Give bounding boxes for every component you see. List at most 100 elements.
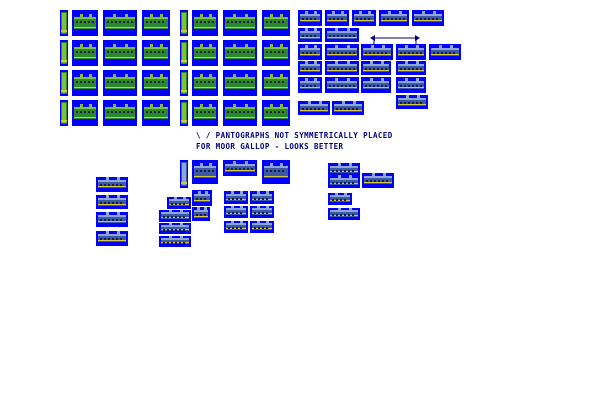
sprite-pixel [231, 206, 234, 208]
sprite-pixel [305, 45, 308, 48]
sprite-pixel [247, 111, 249, 113]
sprite-pixel [154, 51, 156, 53]
sprite-pixel [208, 111, 210, 113]
sprite-pixel [61, 30, 67, 32]
sprite-pixel [416, 52, 418, 54]
sprite-pixel [225, 27, 255, 28]
vehicle-sprite-icon [381, 11, 407, 22]
sprite-pixel [163, 242, 165, 244]
sprite-pixel [196, 51, 198, 53]
sprite-pixel [181, 90, 187, 92]
sprite-pixel [280, 74, 283, 77]
sprite-tile [192, 10, 218, 36]
vehicle-sprite-icon [252, 191, 272, 201]
sprite-pixel [74, 109, 96, 119]
sprite-pixel [363, 54, 391, 55]
sprite-pixel [305, 78, 308, 81]
sprite-pixel [341, 52, 343, 54]
vehicle-sprite-icon [431, 45, 459, 56]
sprite-pixel [348, 182, 350, 184]
sprite-pixel [302, 35, 304, 37]
sprite-tile [223, 40, 257, 66]
sprite-tile [325, 77, 359, 93]
sprite-tile [332, 101, 364, 115]
sprite-pixel [119, 51, 121, 53]
sprite-pixel [119, 111, 121, 113]
sprite-tile [142, 100, 170, 126]
sprite-pixel [228, 212, 230, 214]
sprite-pixel [225, 49, 255, 59]
vehicle-sprite-icon [330, 208, 358, 217]
sprite-pixel [239, 51, 241, 53]
sprite-pixel [194, 49, 216, 59]
sprite-pixel [163, 216, 165, 218]
sprite-pixel [378, 180, 380, 182]
vehicle-sprite-icon [61, 72, 67, 94]
sprite-tile [223, 100, 257, 126]
sprite-pixel [107, 81, 109, 83]
sprite-pixel [381, 85, 383, 87]
sprite-pixel [226, 194, 246, 197]
sprite-pixel [349, 35, 351, 37]
sprite-pixel [228, 198, 230, 200]
sprite-pixel [330, 178, 358, 181]
sprite-pixel [231, 111, 233, 113]
sprite-pixel [92, 81, 94, 83]
sprite-pixel [336, 108, 338, 110]
sprite-pixel [345, 35, 347, 37]
sprite-pixel [364, 18, 366, 20]
sprite-pixel [266, 170, 268, 172]
sprite-pixel [352, 182, 354, 184]
sprite-pixel [200, 21, 202, 23]
sprite-pixel [247, 51, 249, 53]
sprite-tile [361, 77, 391, 93]
sprite-pixel [154, 81, 156, 83]
sprite-pixel [300, 31, 320, 34]
sprite-pixel [302, 85, 304, 87]
sprite-pixel [245, 104, 248, 107]
sprite-pixel [280, 44, 283, 47]
sprite-pixel [236, 198, 238, 200]
vehicle-sprite-icon [98, 231, 126, 242]
sprite-pixel [150, 44, 153, 47]
sprite-pixel [245, 14, 248, 17]
sprite-pixel [266, 227, 268, 229]
vehicle-sprite-icon [225, 74, 255, 89]
sprite-pixel [231, 191, 234, 194]
sprite-pixel [399, 11, 402, 14]
sprite-pixel [239, 81, 241, 83]
sprite-pixel [416, 68, 418, 70]
sprite-pixel [330, 195, 350, 198]
sprite-pixel [239, 21, 241, 23]
sprite-pixel [131, 51, 133, 53]
sprite-pixel [385, 52, 387, 54]
sprite-pixel [353, 101, 356, 104]
sprite-pixel [150, 14, 153, 17]
sprite-pixel [314, 11, 317, 14]
sprite-pixel [247, 168, 249, 170]
sprite-pixel [158, 21, 160, 23]
sprite-pixel [305, 61, 308, 64]
sprite-pixel [120, 238, 122, 240]
sprite-pixel [88, 111, 90, 113]
sprite-pixel [245, 74, 248, 77]
vehicle-sprite-icon [98, 177, 126, 188]
sprite-pixel [310, 85, 312, 87]
sprite-pixel [302, 68, 304, 70]
sprite-pixel [270, 74, 273, 77]
vehicle-sprite-icon [330, 175, 358, 185]
sprite-pixel [194, 117, 216, 118]
sprite-pixel [398, 70, 424, 71]
sprite-pixel [117, 195, 120, 198]
sprite-tile [192, 70, 218, 96]
sprite-pixel [89, 104, 92, 107]
vehicle-sprite-icon [144, 74, 168, 89]
sprite-pixel [385, 68, 387, 70]
sprite-pixel [154, 21, 156, 23]
sprite-pixel [182, 103, 186, 123]
sprite-pixel [194, 17, 216, 20]
sprite-pixel [258, 198, 260, 200]
sprite-pixel [251, 21, 253, 23]
sprite-pixel [117, 177, 120, 180]
sprite-pixel [408, 52, 410, 54]
